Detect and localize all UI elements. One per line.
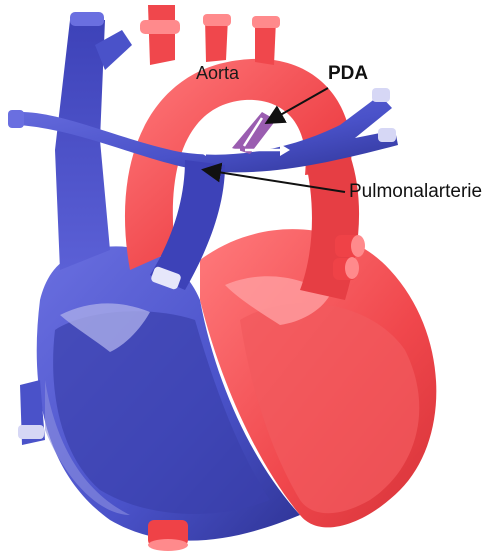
- aorta-bottom-cap: [148, 539, 188, 551]
- aortic-branch-2-cap: [203, 14, 231, 26]
- aortic-branch-3-cap: [252, 16, 280, 28]
- pulmonary-vein-1-cap: [351, 235, 365, 257]
- pulmonary-branch-left-cap: [8, 110, 24, 128]
- vena-cava-cap: [70, 12, 104, 26]
- pulmonary-branch-right-cap-1: [372, 88, 390, 102]
- pulmonary-artery-label: Pulmonalarterie: [349, 181, 482, 203]
- aorta-label: Aorta: [196, 63, 239, 84]
- ivc-cap: [18, 425, 44, 439]
- pda-label: PDA: [328, 63, 368, 85]
- pda-duct: [232, 112, 276, 154]
- aortic-branch-1-cap: [140, 20, 180, 34]
- aortic-branch-1: [148, 5, 175, 65]
- pulmonary-branch-right-cap-2: [378, 128, 396, 142]
- pulmonary-vein-2-cap: [345, 257, 359, 279]
